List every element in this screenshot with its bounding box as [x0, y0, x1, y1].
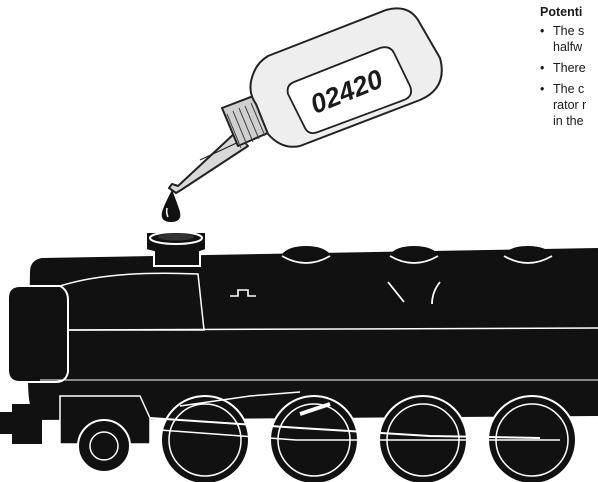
- notes-list: • The s halfw • There • The c rator r in…: [540, 23, 598, 129]
- oil-drop: [162, 190, 181, 222]
- bullet-icon: •: [540, 81, 544, 97]
- list-item: • There: [540, 60, 598, 76]
- notes-heading: Potenti: [540, 4, 598, 20]
- bullet-icon: •: [540, 60, 544, 76]
- list-item: • The s halfw: [540, 23, 598, 55]
- oil-bottle: 02420: [169, 8, 442, 193]
- locomotive-silhouette: [0, 232, 598, 482]
- potential-issues-panel: Potenti • The s halfw • There • The c ra…: [540, 4, 598, 134]
- list-item: • The c rator r in the: [540, 81, 598, 129]
- bullet-icon: •: [540, 23, 544, 39]
